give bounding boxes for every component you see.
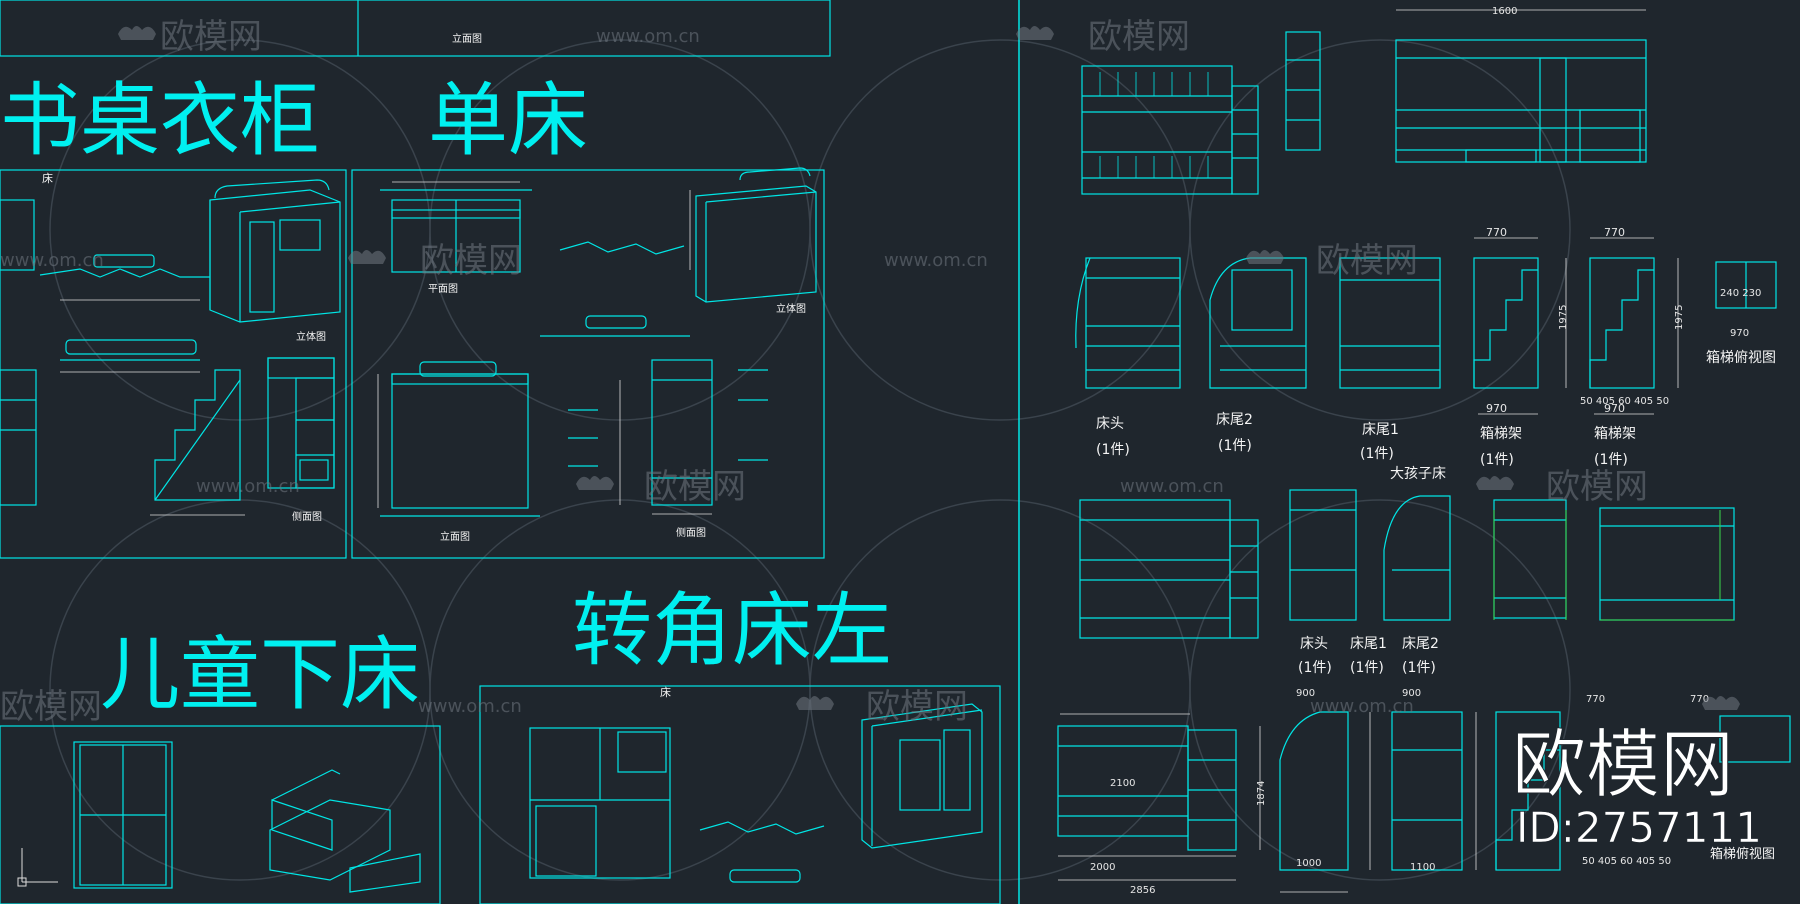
dim-1874: 1874 bbox=[1256, 781, 1267, 806]
label-qty-bed-head-r2: (1件) bbox=[1096, 442, 1130, 458]
label-qty-bed-tail-1-r2: (1件) bbox=[1360, 446, 1394, 462]
label-bed-head-r2: 床头 bbox=[1096, 416, 1124, 432]
dim-2000: 2000 bbox=[1090, 862, 1115, 873]
dim-1600: 1600 bbox=[1492, 6, 1517, 17]
watermark-text-7: 欧模网 bbox=[0, 687, 102, 727]
watermark-url-6: www.om.cn bbox=[418, 696, 522, 717]
title-corner-bed-left: 转角床左 bbox=[572, 584, 892, 677]
right-dimension-lines bbox=[1058, 9, 1679, 893]
caption-bed-desk: 床 bbox=[42, 171, 53, 185]
watermark-text-8: 欧模网 bbox=[866, 687, 968, 727]
label-bed-tail-2-r2: 床尾2 bbox=[1216, 412, 1253, 428]
watermark-text-3: 欧模网 bbox=[644, 467, 746, 507]
caption-front-view-bed: 立面图 bbox=[440, 530, 470, 543]
label-bed-tail-1-r3: 床尾1 bbox=[1350, 636, 1387, 652]
watermark-url-7: www.om.cn bbox=[1310, 696, 1414, 717]
left-sheet-drawings bbox=[0, 0, 1001, 904]
dim-970-c: 970 bbox=[1730, 328, 1749, 339]
dim-1975-a: 1975 bbox=[1558, 305, 1569, 330]
dim-1000: 1000 bbox=[1296, 858, 1321, 869]
caption-side-view-bed: 侧面图 bbox=[676, 526, 706, 539]
title-single-bed: 单床 bbox=[428, 74, 588, 167]
label-bed-tail-1-r2: 床尾1 bbox=[1362, 422, 1399, 438]
dim-50-405-b: 50 405 60 405 50 bbox=[1582, 856, 1671, 867]
dim-770-b: 770 bbox=[1604, 226, 1625, 239]
label-bed-head-r3: 床头 bbox=[1300, 636, 1328, 652]
dim-770-c: 770 bbox=[1586, 694, 1605, 705]
label-ladder-top-view-r4: 箱梯俯视图 bbox=[1710, 846, 1775, 862]
watermark-text-5: 欧模网 bbox=[1316, 241, 1418, 281]
watermark-url-4: www.om.cn bbox=[196, 476, 300, 497]
label-qty-bed-tail-1-r3: (1件) bbox=[1350, 660, 1384, 676]
right-sheet-drawings bbox=[1057, 31, 1791, 871]
label-ladder-top-view: 箱梯俯视图 bbox=[1706, 350, 1776, 366]
title-desk-wardrobe: 书桌衣柜 bbox=[0, 74, 320, 167]
dim-900-a: 900 bbox=[1296, 688, 1315, 699]
title-kids-lower-bed: 儿童下床 bbox=[100, 628, 420, 721]
caption-iso-view-desk: 立体图 bbox=[296, 330, 326, 343]
dim-2856: 2856 bbox=[1130, 885, 1155, 896]
label-big-kids-bed: 大孩子床 bbox=[1390, 466, 1446, 482]
brand-logo-text: 欧模网 bbox=[1512, 722, 1734, 808]
dim-1975-b: 1975 bbox=[1674, 305, 1685, 330]
watermark-text-6: 欧模网 bbox=[1546, 467, 1648, 507]
dim-240-230: 240 230 bbox=[1720, 288, 1761, 299]
label-qty-bed-tail-2-r2: (1件) bbox=[1218, 438, 1252, 454]
label-qty-bed-head-r3: (1件) bbox=[1298, 660, 1332, 676]
dim-2100: 2100 bbox=[1110, 778, 1135, 789]
caption-side-view-desk: 侧面图 bbox=[292, 510, 322, 523]
dim-970-a: 970 bbox=[1486, 402, 1507, 415]
dim-770-a: 770 bbox=[1486, 226, 1507, 239]
dim-50-405-a: 50 405 60 405 50 bbox=[1580, 396, 1669, 407]
left-dimension-lines bbox=[60, 181, 712, 516]
caption-bed-corner: 床 bbox=[660, 685, 671, 699]
dim-770-d: 770 bbox=[1690, 694, 1709, 705]
ucs-axis-icon bbox=[17, 848, 58, 887]
watermark-text-4: 欧模网 bbox=[1088, 17, 1190, 57]
dim-900-b: 900 bbox=[1402, 688, 1421, 699]
label-qty-bed-tail-2-r3: (1件) bbox=[1402, 660, 1436, 676]
watermark-text-1: 欧模网 bbox=[160, 17, 262, 57]
watermark-url-3: www.om.cn bbox=[884, 250, 988, 271]
label-qty-ladder-frame-a: (1件) bbox=[1480, 452, 1514, 468]
label-bed-tail-2-r3: 床尾2 bbox=[1402, 636, 1439, 652]
watermark-text-2: 欧模网 bbox=[420, 241, 522, 281]
caption-front-view-top: 立面图 bbox=[452, 32, 482, 45]
caption-plan-view: 平面图 bbox=[428, 283, 458, 295]
dim-1100: 1100 bbox=[1410, 862, 1435, 873]
watermark-url-1: www.om.cn bbox=[596, 26, 700, 47]
watermark-url-5: www.om.cn bbox=[1120, 476, 1224, 497]
label-ladder-frame-a: 箱梯架 bbox=[1480, 426, 1522, 442]
watermark-url-2: www.om.cn bbox=[0, 250, 104, 271]
green-accents bbox=[1493, 510, 1734, 621]
dim-970-b: 970 bbox=[1604, 402, 1625, 415]
brand-id-text: ID:2757111 bbox=[1516, 803, 1762, 852]
caption-iso-view-bed: 立体图 bbox=[776, 302, 806, 315]
label-qty-ladder-frame-b: (1件) bbox=[1594, 452, 1628, 468]
label-ladder-frame-b: 箱梯架 bbox=[1594, 426, 1636, 442]
